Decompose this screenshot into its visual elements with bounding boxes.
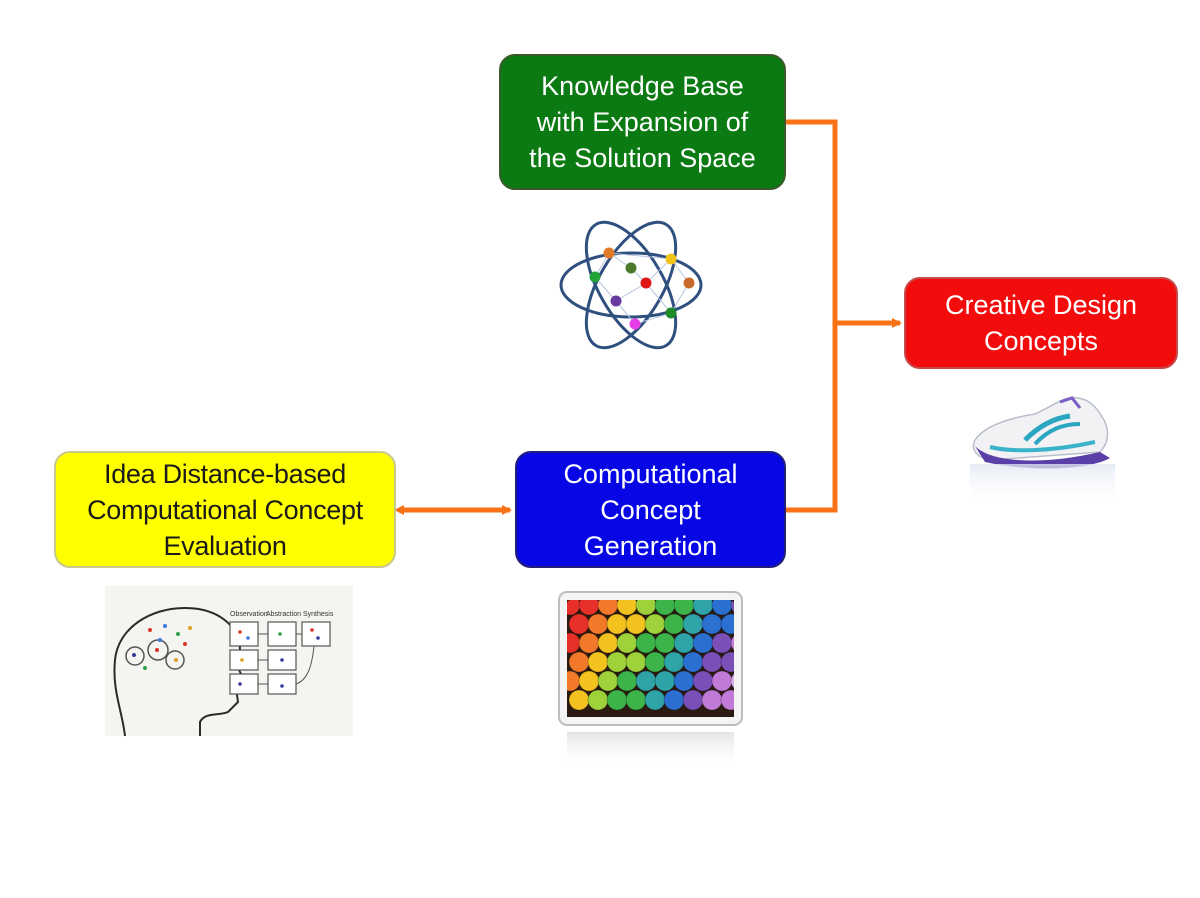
evaluation-line-1: Idea Distance-based bbox=[104, 458, 346, 489]
evaluation-line-2: Computational Concept bbox=[87, 494, 363, 525]
knowledge-base-line-3: the Solution Space bbox=[529, 143, 756, 173]
knowledge-base-line-2: with Expansion of bbox=[536, 107, 749, 137]
creative-design-node: Creative Design Concepts bbox=[904, 277, 1178, 369]
generation-line-1: Computational bbox=[563, 458, 738, 489]
evaluation-line-3: Evaluation bbox=[163, 530, 287, 561]
knowledge-base-line-1: Knowledge Base bbox=[541, 71, 744, 101]
knowledge-base-node: Knowledge Base with Expansion of the Sol… bbox=[499, 54, 786, 190]
concept-evaluation-node: Idea Distance-based Computational Concep… bbox=[54, 451, 396, 568]
generation-line-3: Generation bbox=[583, 530, 718, 561]
creative-line-2: Concepts bbox=[983, 326, 1099, 356]
creative-line-1: Creative Design bbox=[944, 290, 1138, 320]
concept-generation-node: Computational Concept Generation bbox=[515, 451, 786, 568]
generation-line-2: Concept bbox=[600, 494, 701, 525]
kb-to-junction-connector bbox=[786, 119, 838, 513]
